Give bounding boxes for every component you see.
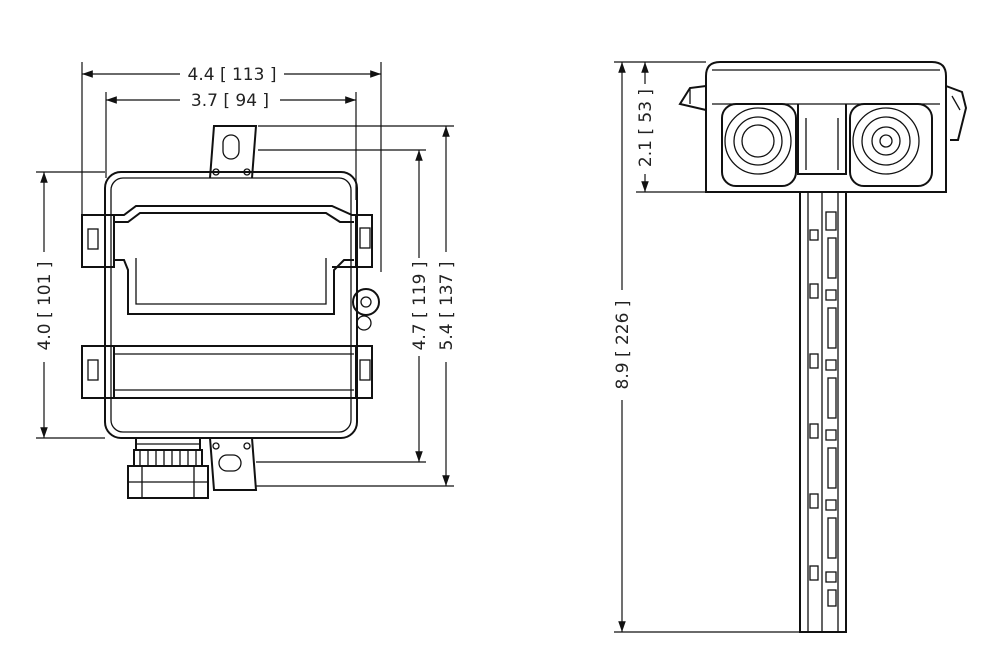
side-dimensions: 2.1 [ 53 ] 8.9 [ 226 ] [613,61,800,633]
dim-height-body: 4.0 [ 101 ] [35,262,55,351]
dim-height-mid: 4.7 [ 119 ] [410,262,430,351]
dim-height-total: 5.4 [ 137 ] [437,262,457,351]
dim-width-inner: 3.7 [ 94 ] [191,91,269,111]
dim-side-total: 8.9 [ 226 ] [613,301,633,390]
dim-width-outer: 4.4 [ 113 ] [188,65,277,85]
side-view [678,61,968,633]
dim-side-head: 2.1 [ 53 ] [636,89,656,167]
front-view [81,125,380,499]
front-dimensions: 4.4 [ 113 ] 3.7 [ 94 ] 4.0 [ 101 ] 4.7 [… [35,62,457,487]
